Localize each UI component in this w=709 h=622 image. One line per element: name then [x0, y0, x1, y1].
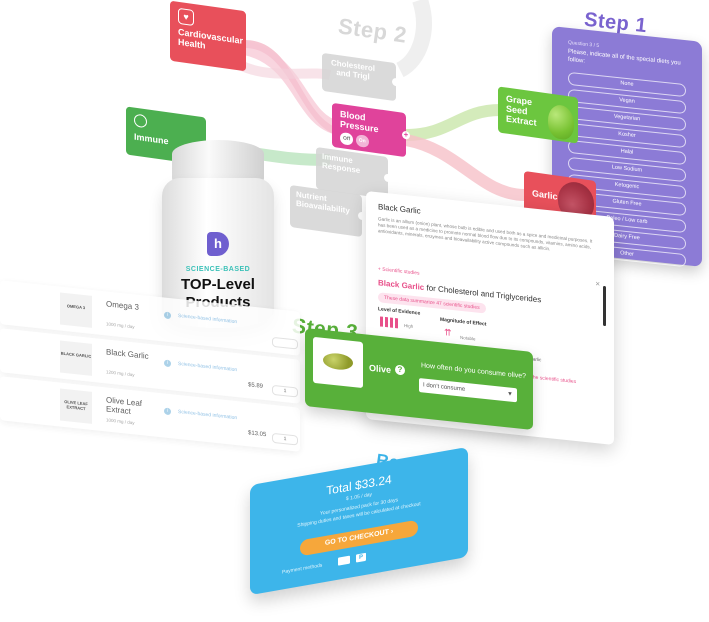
- product-dose: 1200 mg / day: [106, 369, 135, 378]
- eye-shield-icon: [134, 113, 147, 129]
- info-icon[interactable]: i: [164, 311, 171, 320]
- olive-image: [313, 336, 363, 389]
- headline-product: Black Garlic: [378, 278, 425, 293]
- checkout-label: GO TO CHECKOUT: [324, 528, 389, 548]
- paypal-icon: P: [356, 552, 366, 563]
- tag-label: Grape Seed Extract: [506, 93, 537, 128]
- info-icon[interactable]: i: [164, 359, 171, 368]
- chevron-down-icon: ▼: [507, 391, 513, 398]
- quantity-value: 1: [283, 388, 287, 395]
- olive-name: Olive: [369, 362, 392, 376]
- toggle-on[interactable]: On: [355, 134, 369, 148]
- question-text: Please, indicate all of the special diet…: [568, 48, 681, 67]
- quantity-value: 1: [283, 436, 287, 443]
- tag-label: Cardiovascular Health: [178, 26, 244, 51]
- product-dose: 1000 mg / day: [106, 417, 135, 426]
- evidence-bars-icon: [380, 316, 398, 329]
- magnitude-label: Magnitude of Effect: [440, 316, 487, 328]
- product-name: Olive Leaf Extract: [106, 395, 143, 416]
- info-icon[interactable]: i: [164, 407, 171, 416]
- payment-methods: Payment methods: [282, 562, 323, 576]
- bottle-label-2: TOP-Level: [181, 276, 255, 293]
- scientific-studies-link[interactable]: + Scientific studies: [378, 266, 420, 277]
- arrow-right-icon: ›: [390, 527, 394, 536]
- grapes-icon: [548, 103, 574, 142]
- frequency-select[interactable]: I don't consume ▼: [419, 378, 517, 403]
- close-icon[interactable]: ×: [595, 279, 600, 289]
- product-price: $5.89: [248, 382, 264, 390]
- arrows-up-icon: ⇈: [444, 327, 452, 338]
- select-value: I don't consume: [423, 382, 466, 393]
- info-title: Black Garlic: [378, 202, 421, 216]
- help-icon[interactable]: ?: [395, 364, 405, 376]
- magnitude-value: Notable: [460, 334, 476, 342]
- science-link[interactable]: Science-based information: [178, 312, 238, 326]
- science-link[interactable]: Science-based information: [178, 408, 238, 422]
- quantity-stepper[interactable]: 1: [272, 432, 298, 446]
- product-price: $13.05: [248, 430, 267, 439]
- tag-cardiovascular-health[interactable]: ♥ Cardiovascular Health: [170, 0, 246, 72]
- tag-label: Nutrient Bioavailability: [296, 189, 350, 216]
- quantity-stepper[interactable]: 1: [272, 384, 298, 398]
- product-name: Black Garlic: [106, 347, 149, 361]
- level-label: Level of Evidence: [378, 306, 421, 317]
- olive-icon: [323, 351, 353, 372]
- heart-monitor-icon: ♥: [178, 7, 194, 27]
- product-name: Omega 3: [106, 299, 139, 312]
- scrollbar[interactable]: [603, 285, 606, 327]
- plus-icon: +: [392, 76, 400, 87]
- product-dose: 1000 mg / day: [106, 321, 135, 330]
- hp-logo-icon: h: [207, 232, 229, 256]
- bottle-label-1: SCIENCE-BASED: [185, 266, 251, 273]
- olive-question: How often do you consume olive?: [421, 362, 527, 381]
- plus-icon: +: [402, 129, 410, 140]
- info-body: Garlic is an allium (onion) plant, whose…: [378, 216, 593, 252]
- level-value: High: [404, 322, 414, 329]
- tag-label: Immune Response: [322, 151, 361, 176]
- quantity-stepper[interactable]: [272, 336, 298, 350]
- science-link[interactable]: Science-based information: [178, 360, 238, 374]
- plus-icon: +: [384, 172, 392, 183]
- tag-label: Cholesterol and Trigl: [330, 58, 375, 82]
- plus-icon: +: [358, 210, 366, 221]
- card-icon: [338, 555, 350, 566]
- toggle-off[interactable]: Off: [340, 131, 354, 146]
